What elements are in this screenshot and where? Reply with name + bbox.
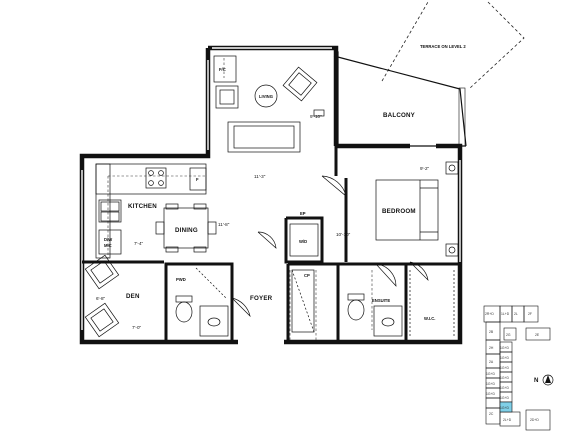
toilet-icon <box>347 299 365 321</box>
bed-icon <box>375 179 439 241</box>
den-furniture <box>84 254 120 338</box>
kitchen-living-dimension: 11'-3" <box>254 174 266 179</box>
living-dimension: 9'-10" <box>310 114 322 119</box>
keyplan-unit: 2D+D <box>530 418 539 422</box>
key-plan: 2R+D 1L+D 2L 2F 2B 2G 2E 2H 2A 1G+D 1G+D… <box>483 305 554 431</box>
kitchen-fixtures <box>95 163 207 259</box>
bedroom-depth-dimension: 10'-10" <box>336 232 351 237</box>
shower-icon <box>291 269 315 333</box>
wic-label: W.I.C. <box>424 316 435 321</box>
dining-label: DINING <box>175 227 198 234</box>
keyplan-unit: 2L <box>514 312 518 316</box>
keyplan-unit: 1G+D <box>500 406 510 410</box>
den-depth-dimension: 7'-0" <box>132 325 142 330</box>
keyplan-unit: 2F <box>528 312 532 316</box>
north-arrow-icon <box>542 374 554 386</box>
keyplan-unit: 1G+D <box>486 372 496 376</box>
keyplan-unit: 2B <box>489 330 494 334</box>
vanity-icon <box>373 305 403 337</box>
kitchen-label: KITCHEN <box>128 203 157 210</box>
highlighted-unit <box>499 401 513 413</box>
powder-room-fixtures <box>175 267 229 337</box>
dashed-lines <box>107 58 373 340</box>
kitchen-dimension: 7'-4" <box>134 241 144 246</box>
fridge-icon <box>189 167 207 191</box>
dining-table-icon <box>155 203 217 253</box>
walk-in-closet <box>409 270 455 336</box>
mic-label: MIC <box>104 243 112 248</box>
bedroom-furniture <box>375 161 459 257</box>
keyplan-unit: 2C <box>489 412 494 416</box>
fc-label: F/C <box>219 67 226 72</box>
keyplan-unit: 1G+D <box>486 392 496 396</box>
stove-icon <box>145 167 167 189</box>
living-label: LIVING <box>259 94 273 99</box>
balcony-label: BALCONY <box>383 112 416 119</box>
nightstand-icon <box>445 243 459 257</box>
keyplan-unit: 1G+D <box>500 356 510 360</box>
armchair-icon <box>84 302 120 338</box>
pwd-label: PWD <box>176 277 186 282</box>
washer-dryer-icon <box>289 223 319 257</box>
windows <box>81 47 461 330</box>
sofa-icon <box>227 121 301 153</box>
fireplace-icon <box>213 55 237 83</box>
bedroom-dimension: 9'-2" <box>420 166 430 171</box>
bedroom-label: BEDROOM <box>382 208 416 215</box>
coffee-table-icon <box>254 84 278 108</box>
ensuite-fixtures <box>291 269 403 337</box>
keyplan-unit: 1G+D <box>500 396 510 400</box>
ep-label: EP <box>300 211 306 216</box>
keyplan-unit: 1G+D <box>500 386 510 390</box>
armchair-icon <box>215 85 239 109</box>
dining-dimension: 11'-8" <box>218 222 230 227</box>
balcony-outline <box>333 51 467 147</box>
keyplan-unit: 1L+D <box>501 312 510 316</box>
foyer-label: FOYER <box>250 295 273 302</box>
keyplan-unit: 2H <box>489 346 494 350</box>
keyplan-unit: 1G+D <box>500 376 510 380</box>
den-label: DEN <box>126 293 140 300</box>
ensuite-label: ENSUITE <box>372 298 390 303</box>
living-furniture <box>213 55 325 153</box>
keyplan-unit: 1G+D <box>500 366 510 370</box>
doors <box>231 175 429 318</box>
dw-label: D/W <box>104 237 112 242</box>
den-width-dimension: 6'-8" <box>96 296 106 301</box>
vanity-icon <box>199 305 229 337</box>
nightstand-icon <box>445 161 459 175</box>
keyplan-unit: 2A <box>489 360 494 364</box>
keyplan-unit: 2R+D <box>485 312 494 316</box>
toilet-icon <box>175 301 193 323</box>
kitchen-sink-icon <box>98 199 122 223</box>
keyplan-unit: 2G <box>506 333 511 337</box>
armchair-icon <box>282 66 318 102</box>
cp-label: CP <box>304 273 310 278</box>
wd-label: W/D <box>299 239 307 244</box>
terrace-outline <box>381 1 525 89</box>
interior-walls <box>82 146 460 342</box>
terrace-label: TERRACE ON LEVEL 2 <box>420 44 466 49</box>
keyplan-unit: 1G+D <box>486 382 496 386</box>
armchair-icon <box>84 254 120 290</box>
north-label: N <box>534 377 539 384</box>
keyplan-unit: 2L+D <box>503 418 512 422</box>
fridge-label: F <box>196 177 199 182</box>
keyplan-unit: 1G+D <box>500 346 510 350</box>
keyplan-unit: 2E <box>535 333 540 337</box>
